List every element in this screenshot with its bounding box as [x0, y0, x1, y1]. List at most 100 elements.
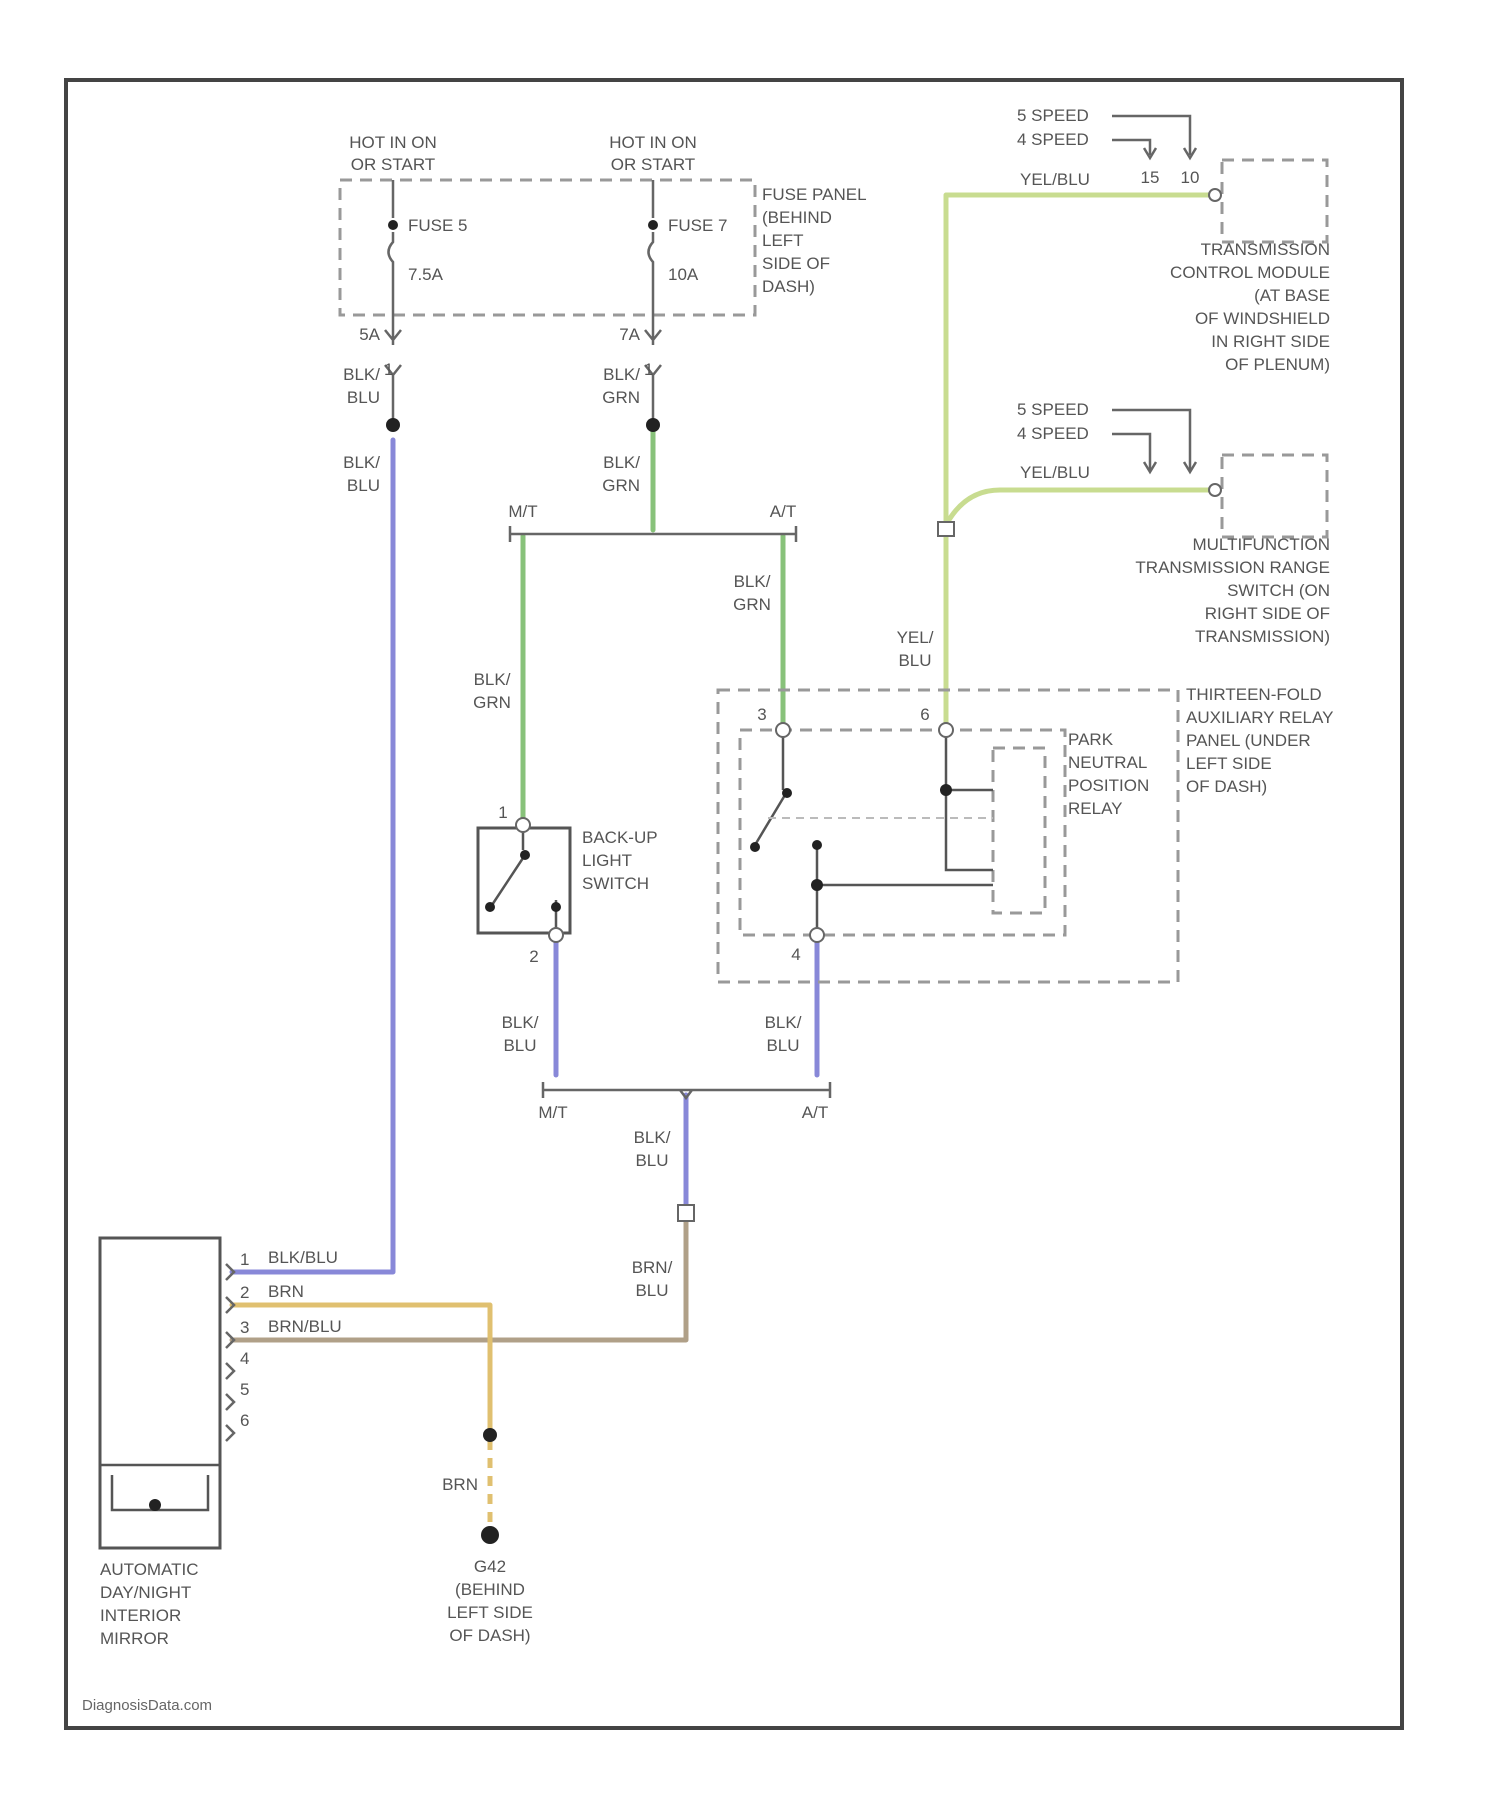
- mt-at-bar-bottom: [543, 1082, 830, 1098]
- pin-7a: 7A: [619, 325, 640, 344]
- mirror-pin-6: 6: [240, 1411, 249, 1430]
- range-label-2: TRANSMISSION RANGE: [1135, 558, 1330, 577]
- tcm-label-5: IN RIGHT SIDE: [1211, 332, 1330, 351]
- mirror-pin-arrows: [226, 1264, 234, 1441]
- relay-pin-4: 4: [791, 945, 800, 964]
- hot1-label-2: OR START: [351, 155, 435, 174]
- mirror-wire-brn: BRN: [268, 1282, 304, 1301]
- mirror-pin-2: 2: [240, 1283, 249, 1302]
- fuse-panel-label-1: FUSE PANEL: [762, 185, 867, 204]
- range-pin-arrows: [1144, 462, 1196, 472]
- blkblu-splice: [386, 418, 400, 432]
- mirror-body: [100, 1238, 220, 1548]
- mirror-pin-1: 1: [240, 1250, 249, 1269]
- hot2-label-1: HOT IN ON: [609, 133, 697, 152]
- wire-label-blkgrn-4b: GRN: [473, 693, 511, 712]
- backup-switch-terminal: [551, 902, 561, 912]
- mirror-label-1: AUTOMATIC: [100, 1560, 199, 1579]
- relay-switch-contact: [750, 842, 760, 852]
- wire-label-yelblu-2: YEL/BLU: [1020, 463, 1090, 482]
- backup-pin-1: 1: [498, 803, 507, 822]
- ground-label-3: LEFT SIDE: [447, 1603, 533, 1622]
- fuse-panel-label-5: DASH): [762, 277, 815, 296]
- pin-1b: 1: [644, 360, 653, 379]
- relay-pin6-connector: [939, 723, 953, 737]
- label-mt-top: M/T: [508, 502, 537, 521]
- wire-label-brnblu-1: BRN/: [632, 1258, 673, 1277]
- wire-label-blkgrn-1a: BLK/: [603, 365, 640, 384]
- pin-5a: 5A: [359, 325, 380, 344]
- mirror-pin-5: 5: [240, 1380, 249, 1399]
- wire-label-blkblu-3b: BLU: [503, 1036, 536, 1055]
- backup-pin2-connector: [549, 928, 563, 942]
- backup-switch-arm: [492, 825, 556, 940]
- wire-yelblu-range: [946, 490, 1215, 525]
- range-speed-leaders: [1112, 410, 1190, 470]
- blkgrn-splice: [646, 418, 660, 432]
- tcm-speed4: 4 SPEED: [1017, 130, 1089, 149]
- tcm-label-4: OF WINDSHIELD: [1195, 309, 1330, 328]
- relay-switch-arm: [755, 730, 788, 845]
- backup-switch-pivot: [520, 850, 530, 860]
- wire-label-brnblu-2: BLU: [635, 1281, 668, 1300]
- brn-splice: [483, 1428, 497, 1442]
- pn-relay-box: [740, 730, 1065, 935]
- fuse7-label: FUSE 7: [668, 216, 728, 235]
- wire-label-blkgrn-2b: GRN: [602, 476, 640, 495]
- hot1-label-1: HOT IN ON: [349, 133, 437, 152]
- wire-label-blkgrn-3a: BLK/: [734, 572, 771, 591]
- label-at-bottom: A/T: [802, 1103, 828, 1122]
- range-label-4: RIGHT SIDE OF: [1205, 604, 1330, 623]
- wire-label-blkblu-2a: BLK/: [343, 453, 380, 472]
- range-label-5: TRANSMISSION): [1195, 627, 1330, 646]
- hot2-label-2: OR START: [611, 155, 695, 174]
- relay-switch-pivot: [782, 788, 792, 798]
- fuse-panel-box: [340, 180, 755, 315]
- label-mt-bottom: M/T: [538, 1103, 567, 1122]
- range-switch-box: [1222, 455, 1327, 537]
- yelblu-connector: [938, 522, 954, 536]
- pn-relay-label-3: POSITION: [1068, 776, 1149, 795]
- wire-blkblu-mirror: [232, 440, 393, 1272]
- backup-pin-2: 2: [529, 947, 538, 966]
- relay-coil-feed: [946, 730, 993, 870]
- backup-switch-contact: [485, 902, 495, 912]
- fuse7-element: [649, 180, 654, 315]
- range-label-1: MULTIFUNCTION: [1192, 535, 1330, 554]
- tcm-pin-15: 15: [1141, 168, 1160, 187]
- range-label-3: SWITCH (ON: [1227, 581, 1330, 600]
- blkblu-brnblu-connector: [678, 1205, 694, 1221]
- ground-terminal: [481, 1526, 499, 1544]
- mirror-pin-3: 3: [240, 1318, 249, 1337]
- pn-relay-coil: [993, 748, 1045, 913]
- relay-pin-3: 3: [757, 705, 766, 724]
- fuse-panel-label-3: LEFT: [762, 231, 804, 250]
- mirror-label-4: MIRROR: [100, 1629, 169, 1648]
- wire-label-blkblu-5a: BLK/: [634, 1128, 671, 1147]
- tcm-label-2: CONTROL MODULE: [1170, 263, 1330, 282]
- backup-label-3: SWITCH: [582, 874, 649, 893]
- relay-pin3-connector: [776, 723, 790, 737]
- ground-label-4: OF DASH): [449, 1626, 530, 1645]
- credit-text: DiagnosisData.com: [82, 1697, 212, 1714]
- backup-label-1: BACK-UP: [582, 828, 658, 847]
- relay-panel-label-4: LEFT SIDE: [1186, 754, 1272, 773]
- pn-relay-label-1: PARK: [1068, 730, 1114, 749]
- tcm-pin-10: 10: [1181, 168, 1200, 187]
- range-pin-connector: [1209, 484, 1221, 496]
- wire-label-blkblu-1a: BLK/: [343, 365, 380, 384]
- tcm-box: [1222, 160, 1327, 242]
- tcm-pin-arrows: [1144, 148, 1196, 158]
- wire-label-brn: BRN: [442, 1475, 478, 1494]
- relay-out-terminal: [812, 840, 822, 850]
- fuse5-label: FUSE 5: [408, 216, 468, 235]
- wire-label-blkgrn-1b: GRN: [602, 388, 640, 407]
- pn-relay-label-2: NEUTRAL: [1068, 753, 1147, 772]
- backup-label-2: LIGHT: [582, 851, 632, 870]
- relay-panel-label-5: OF DASH): [1186, 777, 1267, 796]
- wire-label-blkgrn-2a: BLK/: [603, 453, 640, 472]
- relay-out: [817, 845, 993, 935]
- relay-panel-label-1: THIRTEEN-FOLD: [1186, 685, 1322, 704]
- range-speed4: 4 SPEED: [1017, 424, 1089, 443]
- wire-label-yelblu-1: YEL/BLU: [1020, 170, 1090, 189]
